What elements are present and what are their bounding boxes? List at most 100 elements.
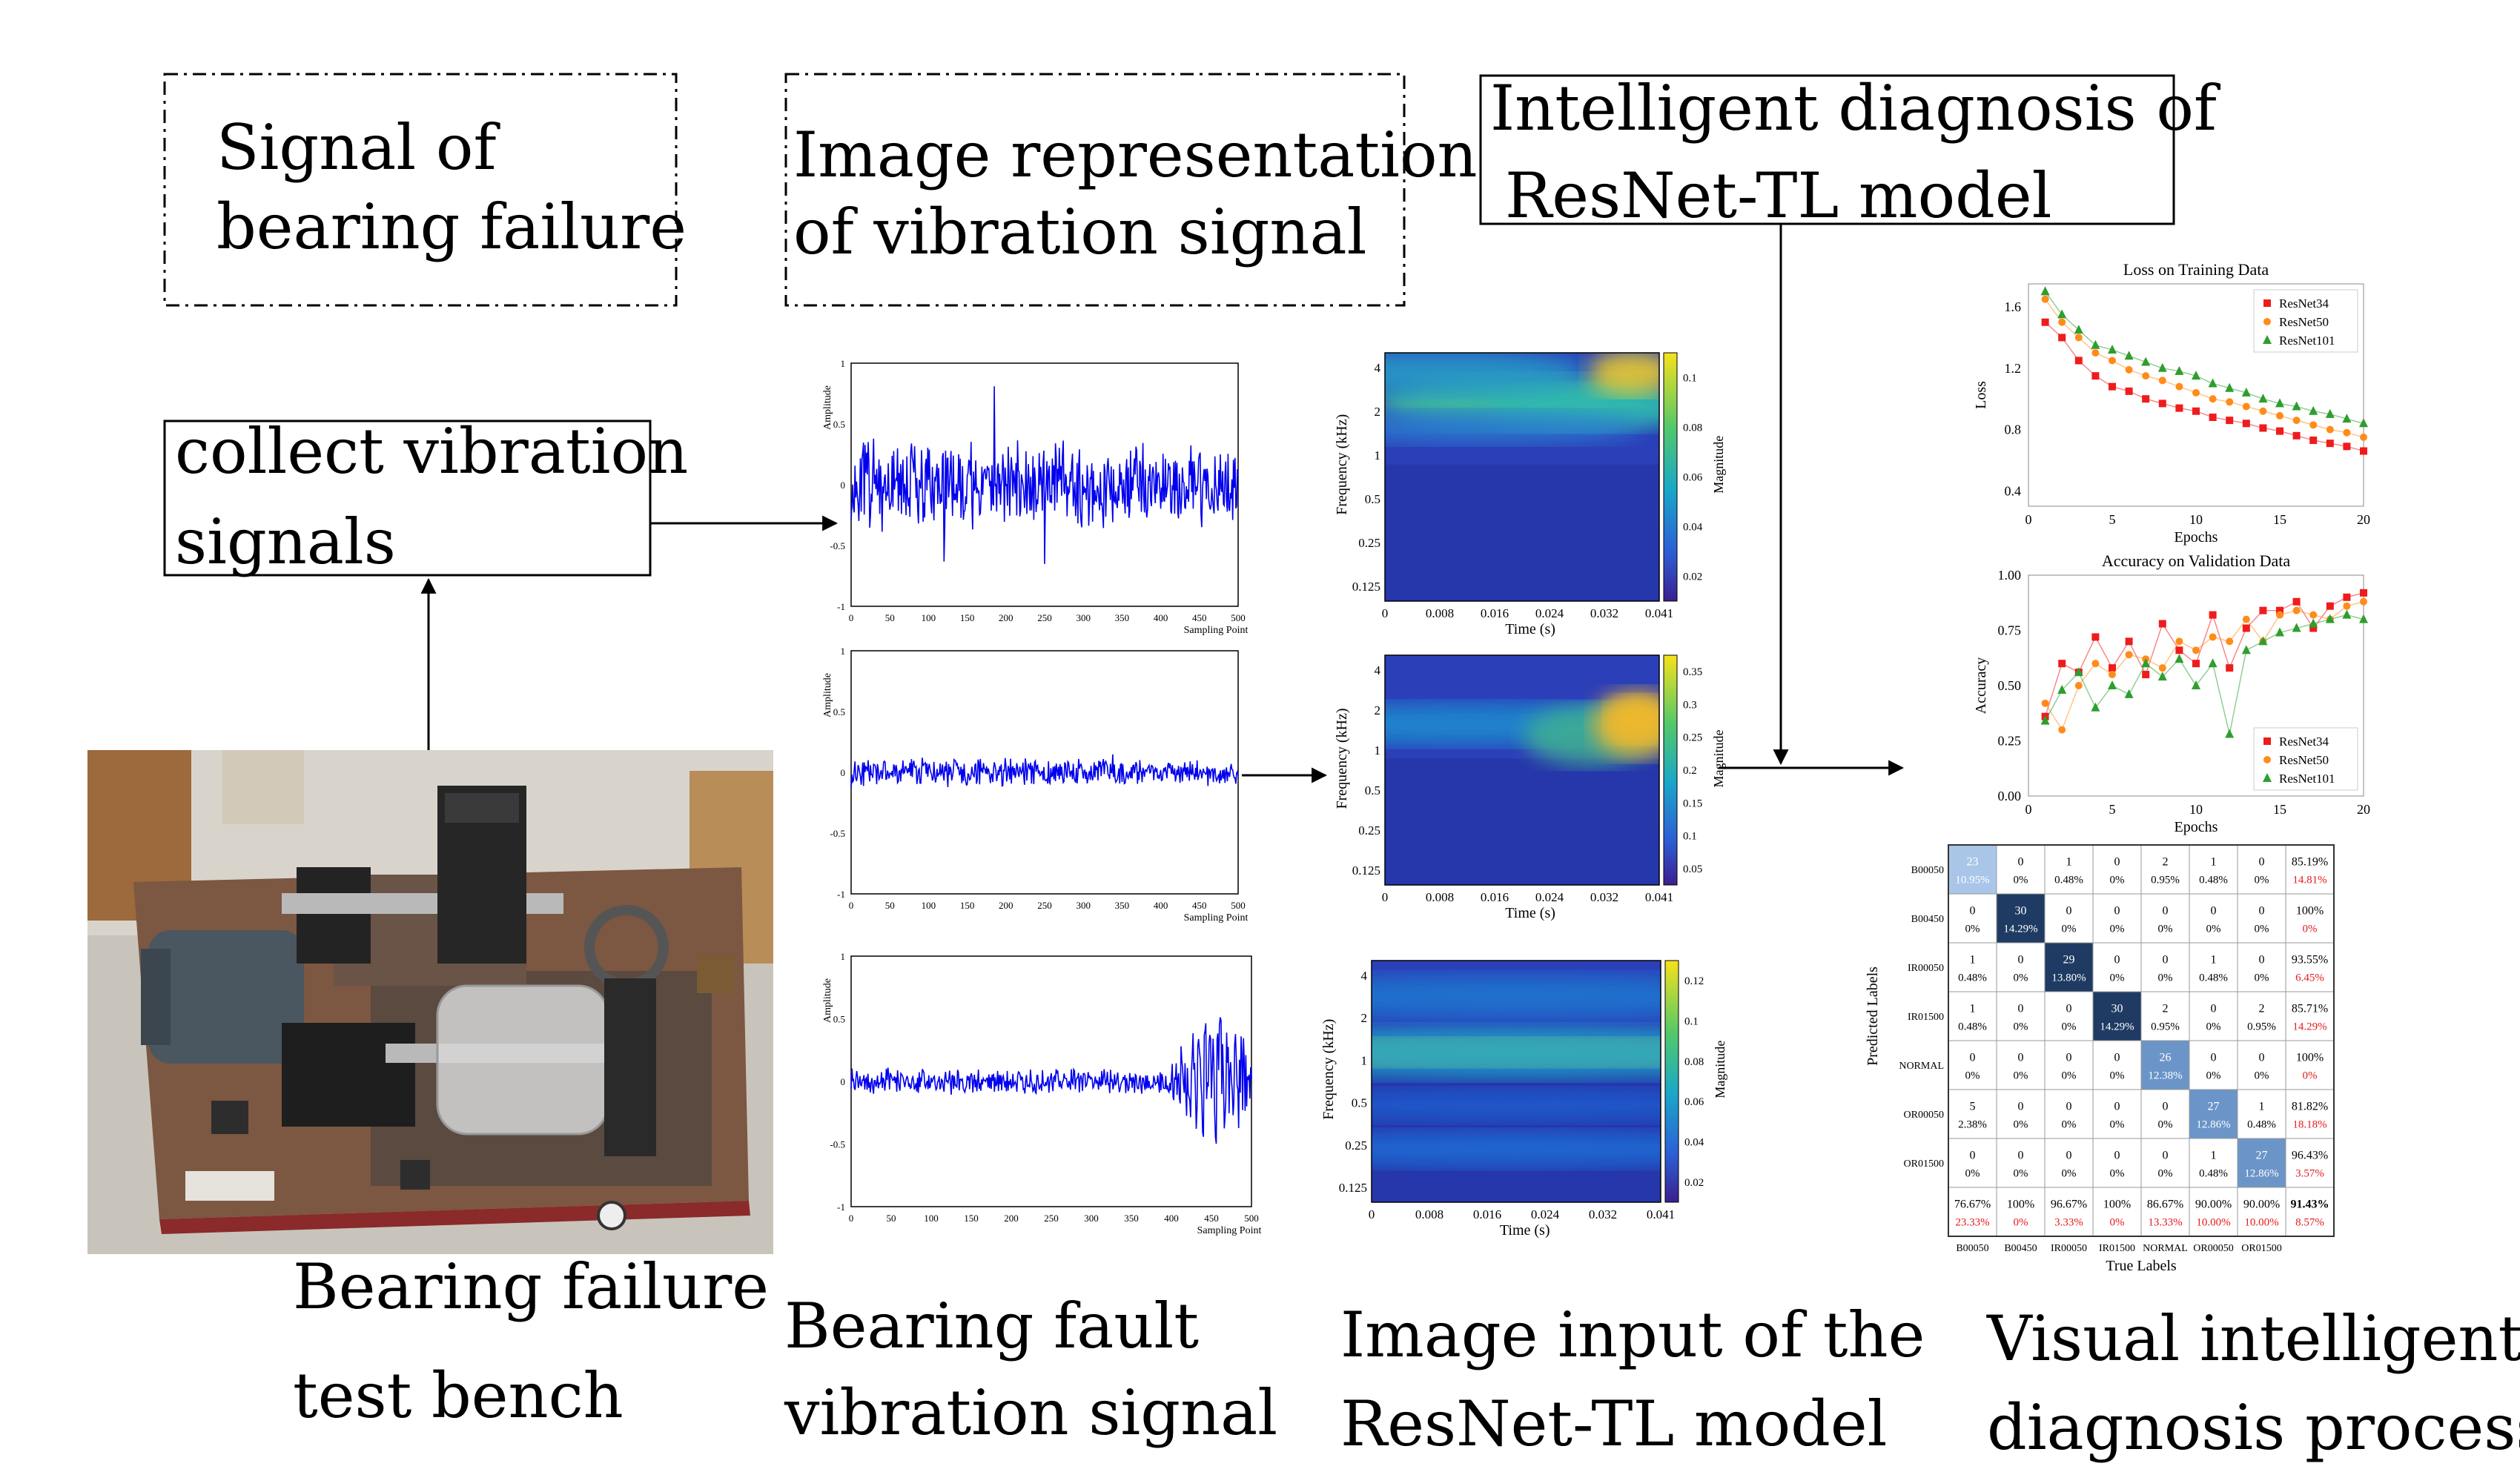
chart-xlabel: Epochs — [2175, 529, 2218, 546]
cm-value: 1 — [2211, 1150, 2217, 1162]
cm-row-label: NORMAL — [1899, 1061, 1944, 1072]
cm-percent: 0% — [2110, 972, 2125, 984]
wave-xtick: 500 — [1244, 1213, 1259, 1224]
cm-value: 100% — [2007, 1199, 2034, 1211]
series-ResNet34 — [2041, 589, 2367, 720]
scalogram-panel-3: 0.120.10.080.060.040.02Magnitude4210.50.… — [1320, 960, 1727, 1239]
cm-value: 76.67% — [1954, 1199, 1991, 1211]
point — [2241, 645, 2251, 654]
wave-xtick: 100 — [924, 1213, 939, 1224]
scal-xtick: 0.041 — [1645, 890, 1673, 904]
cm-percent: 18.18% — [2292, 1118, 2326, 1130]
cm-row-label: OR00050 — [1904, 1110, 1944, 1121]
scalogram-panel-1: 0.10.080.060.040.02Magnitude4210.50.250.… — [1334, 352, 1726, 637]
point — [2325, 614, 2335, 623]
point — [2208, 378, 2218, 388]
cm-value: 93.55% — [2292, 954, 2328, 967]
waveform-trace — [850, 386, 1239, 564]
scal-xtick: 0 — [1382, 606, 1389, 620]
test-bench-photo — [87, 750, 773, 1254]
cm-value: 27 — [2208, 1101, 2220, 1113]
scal-xtick: 0.024 — [1535, 606, 1564, 620]
cm-percent: 0% — [2062, 1167, 2077, 1179]
cbar-tick: 0.1 — [1683, 373, 1697, 385]
cm-percent: 0% — [2255, 874, 2269, 886]
scal-ytick: 1 — [1375, 743, 1381, 757]
cm-cell: 00% — [1996, 942, 2046, 992]
point — [2109, 671, 2116, 679]
cm-value: 5 — [1970, 1101, 1976, 1113]
cm-value: 0 — [2066, 905, 2072, 918]
wave-xtick: 450 — [1192, 612, 1207, 623]
point — [2292, 431, 2301, 440]
cm-cell: 10.48% — [2237, 1089, 2286, 1139]
point — [2309, 618, 2318, 628]
wave-xtick: 350 — [1115, 900, 1130, 911]
cm-value: 2 — [2163, 856, 2169, 869]
point — [2309, 421, 2318, 429]
cm-percent: 0% — [2110, 1167, 2125, 1179]
scal-ytick: 4 — [1375, 361, 1381, 375]
cm-cell: 20.95% — [2140, 844, 2190, 895]
cm-cell: 100%0% — [1996, 1187, 2046, 1237]
cm-cell: 00% — [1996, 1089, 2046, 1139]
legend-entry: ResNet101 — [2279, 772, 2335, 786]
cm-cell: 00% — [1948, 893, 1997, 944]
scal-xtick: 0 — [1382, 890, 1389, 904]
point — [2309, 405, 2318, 415]
point — [2226, 417, 2234, 425]
scal-xlabel: Time (s) — [1500, 1222, 1550, 1239]
scal-ytick: 1 — [1361, 1053, 1368, 1067]
cm-percent: 13.80% — [2051, 972, 2086, 984]
wave-xlabel: Sampling Point — [1184, 625, 1249, 636]
label-resnet-tl-model-top: ResNet-TL model — [1505, 159, 2052, 232]
cm-cell: 52.38% — [1948, 1089, 1997, 1139]
scal-ytick: 4 — [1375, 663, 1381, 677]
wave-ytick: 1 — [841, 358, 846, 369]
cm-cell: 00% — [2237, 893, 2286, 944]
cm-cell: 76.67%23.33% — [1948, 1187, 1997, 1237]
cm-value: 1 — [2211, 856, 2217, 869]
scalogram-panel-2: 0.350.30.250.20.150.10.05Magnitude4210.5… — [1334, 654, 1726, 921]
cm-percent: 0% — [2062, 1118, 2077, 1130]
point — [2276, 411, 2283, 420]
point — [2158, 620, 2166, 628]
cm-cell: 86.67%13.33% — [2140, 1187, 2190, 1237]
cm-value: 0 — [2259, 856, 2265, 869]
cm-value: 1 — [1970, 1003, 1976, 1015]
cm-cell: 00% — [2140, 1138, 2190, 1188]
cm-percent: 0% — [2014, 1118, 2028, 1130]
cm-value: 0 — [2018, 1003, 2024, 1015]
cbar-tick: 0.25 — [1683, 732, 1702, 744]
point — [2108, 344, 2117, 354]
point — [2158, 400, 2166, 408]
cbar-tick: 0.02 — [1683, 571, 1702, 583]
scal-ytick: 2 — [1361, 1011, 1368, 1025]
point — [2192, 388, 2200, 397]
cm-value: 0 — [2259, 1052, 2265, 1064]
point — [2276, 611, 2283, 619]
scal-xtick: 0.024 — [1531, 1207, 1560, 1221]
cm-value: 23 — [1967, 856, 1979, 869]
scal-ytick: 0.5 — [1365, 492, 1380, 506]
wave-xtick: 250 — [1037, 900, 1052, 911]
cm-cell: 20.95% — [2237, 991, 2286, 1041]
cbar-tick: 0.1 — [1684, 1016, 1699, 1028]
cm-percent: 0.48% — [2054, 874, 2083, 886]
cm-percent: 0% — [2255, 1070, 2269, 1081]
legend-entry: ResNet101 — [2279, 334, 2335, 348]
cm-percent: 0.48% — [1958, 1021, 1987, 1032]
label-image-representation: Image representation — [793, 119, 1478, 191]
cm-value: 0 — [2066, 1003, 2072, 1015]
legend-entry: ResNet34 — [2279, 735, 2329, 749]
wave-ytick: -0.5 — [830, 540, 845, 551]
chart-ylabel: Accuracy — [1973, 657, 1989, 715]
cm-value: 0 — [1970, 905, 1976, 918]
point — [2325, 408, 2335, 418]
point — [2091, 349, 2100, 357]
cbar-tick: 0.08 — [1684, 1056, 1704, 1068]
chart-xtick: 20 — [2357, 802, 2370, 817]
cm-percent: 0% — [2110, 874, 2125, 886]
wave-ytick: 0 — [841, 480, 846, 491]
